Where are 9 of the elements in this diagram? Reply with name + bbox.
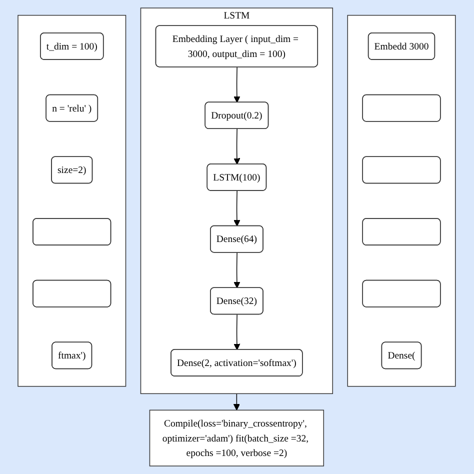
arrow [234,314,241,350]
cluster [18,14,126,387]
node-box: Compile(loss='binary_crossentropy', optimizer='adam') fit(batch_size =32, epochs =100, verbose =2) [150,410,324,466]
arrow [234,252,241,288]
arrow [234,190,241,226]
cluster [348,14,456,387]
arrow [234,393,240,410]
arrow [234,66,241,103]
arrow [234,128,241,165]
